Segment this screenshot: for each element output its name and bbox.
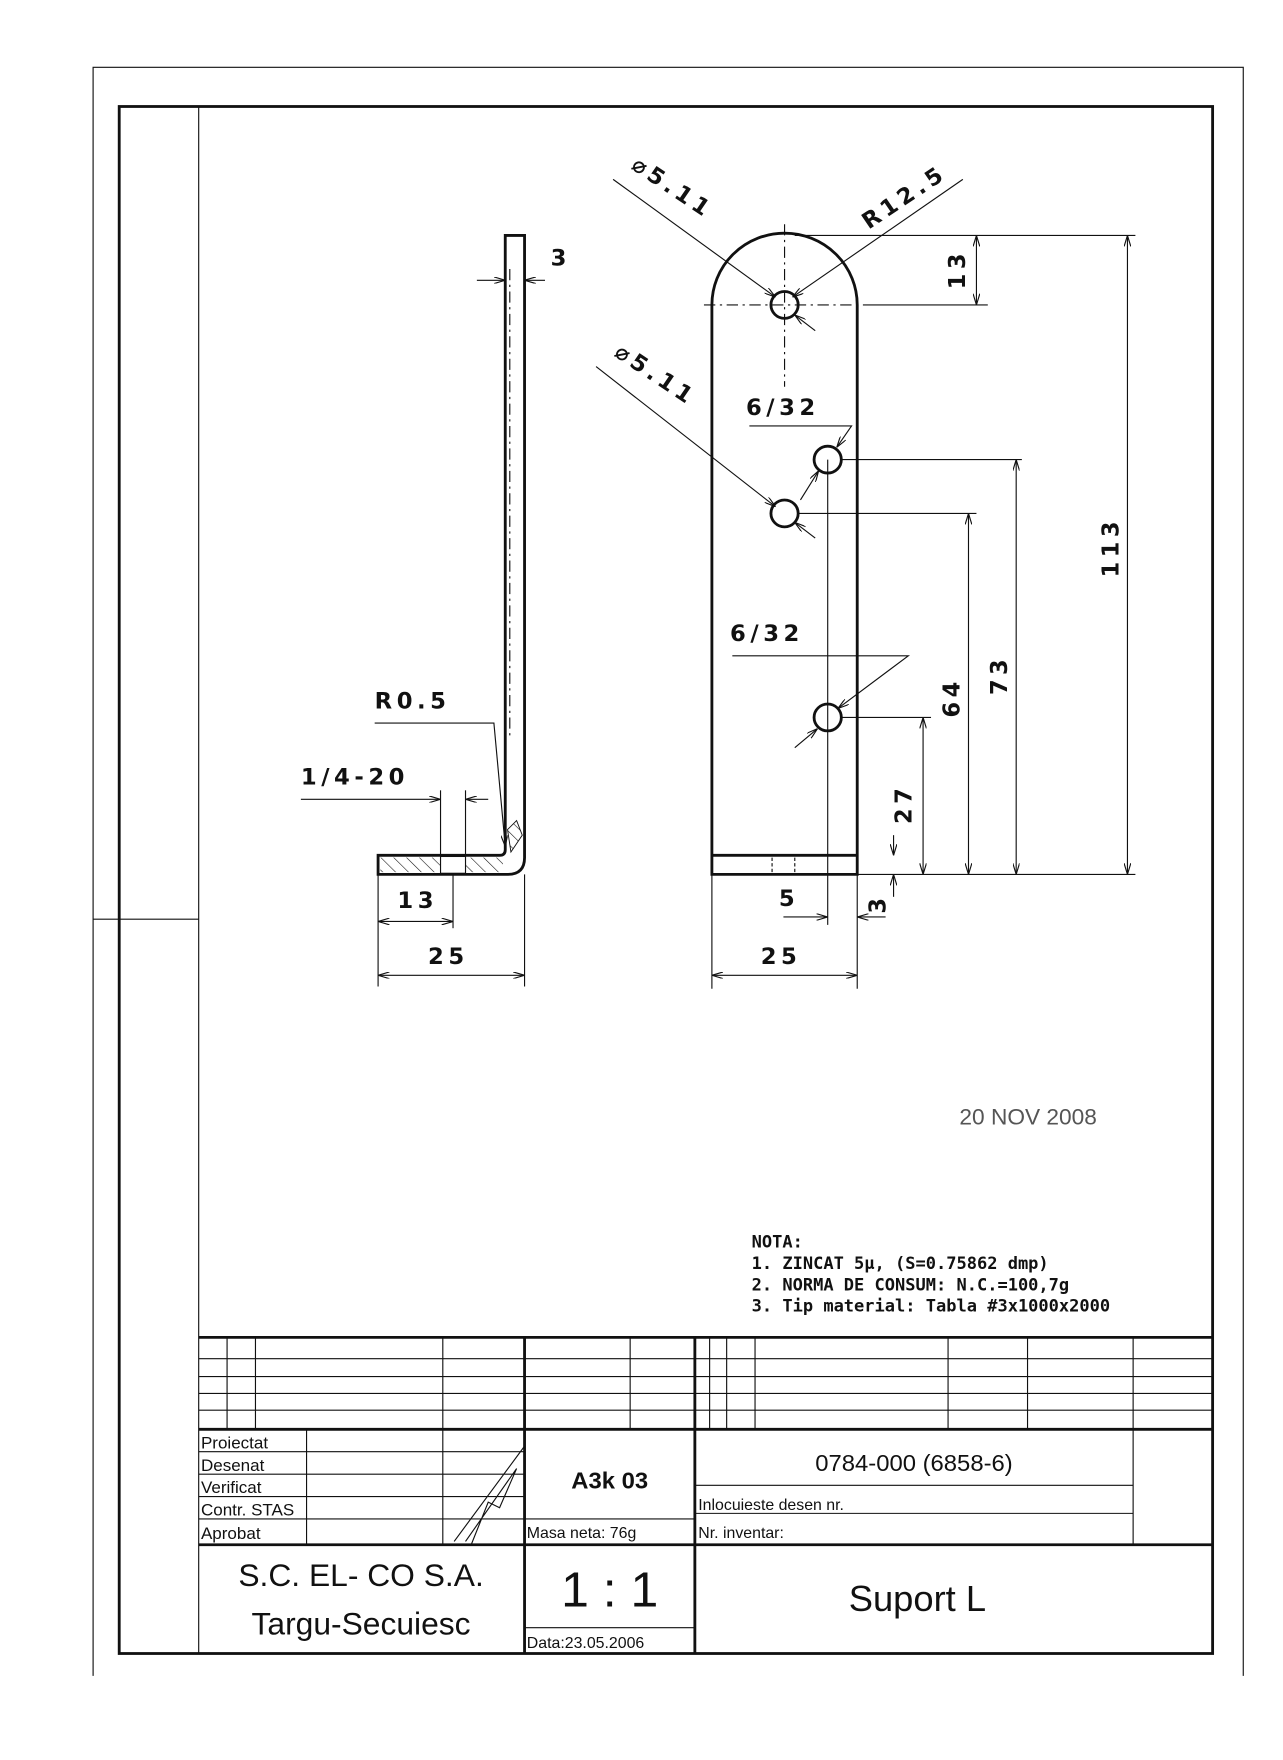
- dim-27: 27: [892, 784, 918, 824]
- dim-total-height: 113: [1098, 517, 1124, 577]
- dim-bend-radius: R0.5: [375, 689, 451, 715]
- front-view: ⌀5.11 R12.5 ⌀5.11 6/32 6/32 13 113 73 64…: [595, 152, 1136, 989]
- dim-73: 73: [987, 655, 1013, 695]
- note-item: 1. ZINCAT 5µ, (S=0.75862 dmp): [752, 1253, 1049, 1273]
- sheet-frame: [92, 66, 1244, 1676]
- role-label: Aprobat: [201, 1524, 261, 1543]
- dim-hole-position: 13: [397, 888, 438, 914]
- role-label: Desenat: [201, 1456, 265, 1475]
- dim-base-thickness: 3: [865, 898, 891, 914]
- note-item: 2. NORMA DE CONSUM: N.C.=100,7g: [752, 1274, 1070, 1294]
- notes-title: NOTA:: [752, 1232, 803, 1252]
- dim-thread-upper: 6/32: [746, 395, 820, 421]
- dim-64: 64: [939, 677, 965, 717]
- note-item: 3. Tip material: Tabla #3x1000x2000: [752, 1296, 1111, 1316]
- signature: [453, 1445, 526, 1545]
- drawing-number: 0784-000 (6858-6): [815, 1451, 1012, 1477]
- net-mass: Masa neta: 76g: [527, 1525, 636, 1542]
- dim-side-width: 25: [428, 944, 469, 970]
- dim-thread-lower: 6/32: [730, 621, 804, 647]
- drawing-date: Data:23.05.2006: [527, 1635, 645, 1652]
- dim-hole-dia-top: ⌀5.11: [627, 152, 718, 224]
- dim-hole-offset: 5: [779, 886, 795, 912]
- company-city: Targu-Secuiesc: [252, 1606, 471, 1642]
- company-name: S.C. EL- CO S.A.: [238, 1557, 483, 1593]
- inventory-label: Nr. inventar:: [698, 1525, 784, 1542]
- notes: NOTA: 1. ZINCAT 5µ, (S=0.75862 dmp) 2. N…: [752, 1232, 1111, 1316]
- scale: 1 : 1: [561, 1562, 658, 1618]
- side-view: 3 R0.5 1/4-20 13 25: [301, 234, 567, 987]
- role-label: Proiectat: [201, 1433, 268, 1452]
- role-label: Contr. STAS: [201, 1501, 294, 1520]
- dim-thickness: 3: [551, 246, 567, 272]
- part-name: Suport L: [849, 1578, 986, 1619]
- role-label: Verificat: [201, 1478, 262, 1497]
- dim-hole-dia-mid: ⌀5.11: [610, 339, 701, 411]
- dim-top-offset: 13: [945, 249, 971, 289]
- replaces-label: Inlocuieste desen nr.: [698, 1497, 844, 1514]
- received-stamp-date: 20 NOV 2008: [959, 1105, 1096, 1130]
- format-code: A3k 03: [571, 1469, 648, 1495]
- dim-front-width: 25: [761, 944, 802, 970]
- dim-thread: 1/4-20: [301, 765, 409, 791]
- title-block: Proiectat Desenat Verificat Contr. STAS …: [198, 1335, 1213, 1654]
